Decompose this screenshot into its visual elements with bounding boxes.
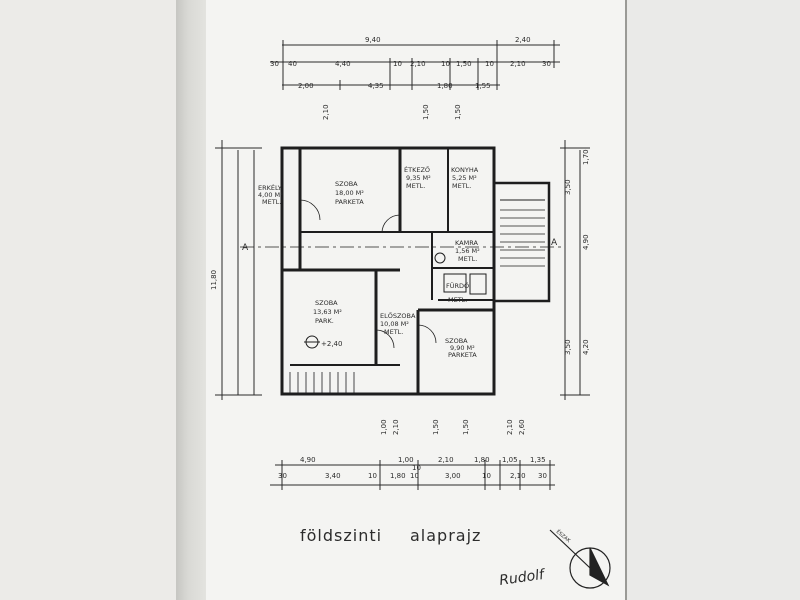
dim-bottom-row2-1: 30: [278, 472, 287, 480]
room-pantry-floor: METL.: [458, 255, 477, 263]
dim-bottom-center: 10: [412, 464, 421, 472]
dim-top-row2-3: 4,40: [335, 60, 351, 68]
room-kitchen-area: 5,25 M²: [452, 174, 477, 182]
room-dining-area: 9,35 M²: [406, 174, 431, 182]
room-hall-name: ELŐSZOBA: [380, 311, 416, 320]
room-bedroom1-area: 13,63 M²: [313, 308, 342, 316]
room-balcony-floor: METL.: [262, 198, 281, 206]
dim-bottom-row1-5: 1,05: [502, 456, 518, 464]
dim-bottom-row1-2: 1,00: [398, 456, 414, 464]
room-kitchen-name: KONYHA: [451, 166, 479, 174]
room-kitchen-floor: METL.: [452, 182, 471, 190]
dim-vert-bottom-1: 1,00: [380, 419, 388, 435]
dim-vert-top-1: 2,10: [322, 104, 330, 120]
signature: Rudolf: [498, 567, 547, 589]
dim-bottom-row2-2: 3,40: [325, 472, 341, 480]
dim-bottom-row2-4: 1,80: [390, 472, 406, 480]
dim-top-row2-2: 40: [288, 60, 297, 68]
room-living-area: 18,00 M²: [335, 189, 364, 197]
dim-bottom-row2-9: 30: [538, 472, 547, 480]
room-pantry-name: KAMRA: [455, 239, 478, 247]
dim-right-4: 4,20: [582, 339, 590, 355]
room-dining-name: ÉTKEZŐ: [404, 165, 430, 174]
room-bedroom1-name: SZOBA: [315, 299, 338, 307]
dim-top-row3-1: 2,00: [298, 82, 314, 90]
room-bedroom2-area: 9,90 M²: [450, 344, 475, 352]
dim-vert-bottom-6: 2,60: [518, 419, 526, 435]
dim-top-row2-8: 10: [485, 60, 494, 68]
dim-bottom-row2-8: 2,10: [510, 472, 526, 480]
dim-right-1: 1,70: [582, 149, 590, 165]
room-bath-floor: METL.: [448, 296, 467, 304]
north-label: ÉSZAK: [555, 527, 573, 544]
dim-bottom-row1-3: 2,10: [438, 456, 454, 464]
room-dining-floor: METL.: [406, 182, 425, 190]
section-marker-right: A: [551, 238, 558, 248]
title-left: földszinti: [300, 526, 383, 545]
background-left: [0, 0, 176, 600]
north-arrow-icon: [549, 529, 611, 589]
dim-vert-bottom-2: 2,10: [392, 419, 400, 435]
dim-vert-bottom-5: 2,10: [506, 419, 514, 435]
dim-top-row2-6: 10: [441, 60, 450, 68]
dim-bottom-row1-1: 4,90: [300, 456, 316, 464]
dim-top-row2-1: 30: [270, 60, 279, 68]
dim-top-overall-2: 2,40: [515, 36, 531, 44]
dim-vert-bottom-3: 1,50: [432, 419, 440, 435]
dim-top-row2-5: 2,10: [410, 60, 426, 68]
dim-bottom-row2-7: 10: [482, 472, 491, 480]
dim-bottom-row2-6: 3,00: [445, 472, 461, 480]
room-bedroom2-name: SZOBA: [445, 337, 468, 345]
room-bedroom1-floor: PARK.: [315, 317, 334, 325]
dim-bottom-row2-3: 10: [368, 472, 377, 480]
dim-vert-top-2: 1,50: [422, 104, 430, 120]
dim-top-row3-2: 4,35: [368, 82, 384, 90]
dim-top-row2-10: 30: [542, 60, 551, 68]
dim-right-5: 3,50: [564, 339, 572, 355]
dim-right-2: 3,50: [564, 179, 572, 195]
dim-top-row3-3: 1,80: [437, 82, 453, 90]
room-bath-name: FÜRDŐ: [446, 281, 469, 290]
room-hall-floor: METL.: [384, 328, 403, 336]
room-living-floor: PARKETA: [335, 198, 364, 206]
room-balcony-name: ERKÉLY: [258, 183, 282, 192]
dim-top-row2-9: 2,10: [510, 60, 526, 68]
sheet-edge: [625, 0, 627, 600]
dim-vert-bottom-4: 1,50: [462, 419, 470, 435]
room-bedroom2-floor: PARKETA: [448, 351, 477, 359]
title-right: alaprajz: [410, 526, 482, 545]
dim-top-row2-7: 1,50: [456, 60, 472, 68]
dim-left-overall: 11,80: [210, 270, 218, 290]
background-right: [628, 0, 800, 600]
dim-bottom-row1-4: 1,80: [474, 456, 490, 464]
dim-bottom-row2-5: 10: [410, 472, 419, 480]
binder-shadow: [176, 0, 206, 600]
dim-top-overall-1: 9,40: [365, 36, 381, 44]
level-marker: +2,40: [321, 340, 342, 348]
dim-right-3: 4,90: [582, 234, 590, 250]
room-balcony-area: 4,00 M²: [258, 191, 283, 199]
dim-bottom-row1-6: 1,35: [530, 456, 546, 464]
dim-vert-top-3: 1,50: [454, 104, 462, 120]
dim-top-row2-4: 10: [393, 60, 402, 68]
section-marker-left: A: [242, 243, 249, 253]
floor-plan-sheet: [206, 0, 626, 600]
room-pantry-area: 1,56 M²: [455, 247, 480, 255]
dim-top-row3-4: 1,55: [475, 82, 491, 90]
room-living-name: SZOBA: [335, 180, 358, 188]
room-hall-area: 10,08 M²: [380, 320, 409, 328]
